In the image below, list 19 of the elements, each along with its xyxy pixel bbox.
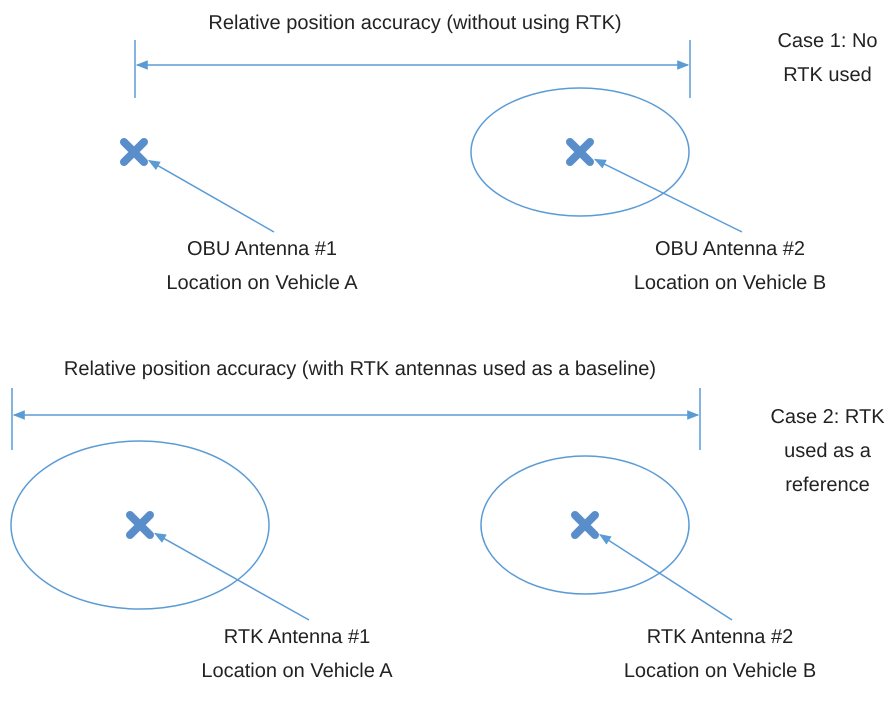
leader-arrow (594, 158, 742, 233)
x-mark-icon (570, 510, 600, 540)
accuracy-ellipse (470, 87, 690, 217)
x-mark-icon (125, 510, 155, 540)
antenna-label: RTK Antenna #2 Location on Vehicle B (615, 620, 825, 688)
antenna-label: RTK Antenna #1 Location on Vehicle A (187, 620, 407, 688)
leader-arrow (599, 534, 732, 621)
antenna-label: OBU Antenna #1 Location on Vehicle A (157, 232, 367, 300)
case-note: Case 1: No RTK used (776, 29, 879, 88)
accuracy-ellipse (480, 455, 690, 595)
leader-arrow (154, 532, 310, 621)
x-mark-icon (119, 137, 149, 167)
dimension-caption: Relative position accuracy (with RTK antennas used as a baseline) (62, 357, 658, 382)
accuracy-ellipse (10, 440, 270, 610)
x-mark-icon (565, 137, 595, 167)
leader-arrow (148, 160, 274, 233)
case-note: Case 2: RTK used as a reference (770, 405, 885, 498)
antenna-label: OBU Antenna #2 Location on Vehicle B (625, 232, 835, 300)
dimension-caption: Relative position accuracy (without using RTK) (207, 11, 623, 36)
